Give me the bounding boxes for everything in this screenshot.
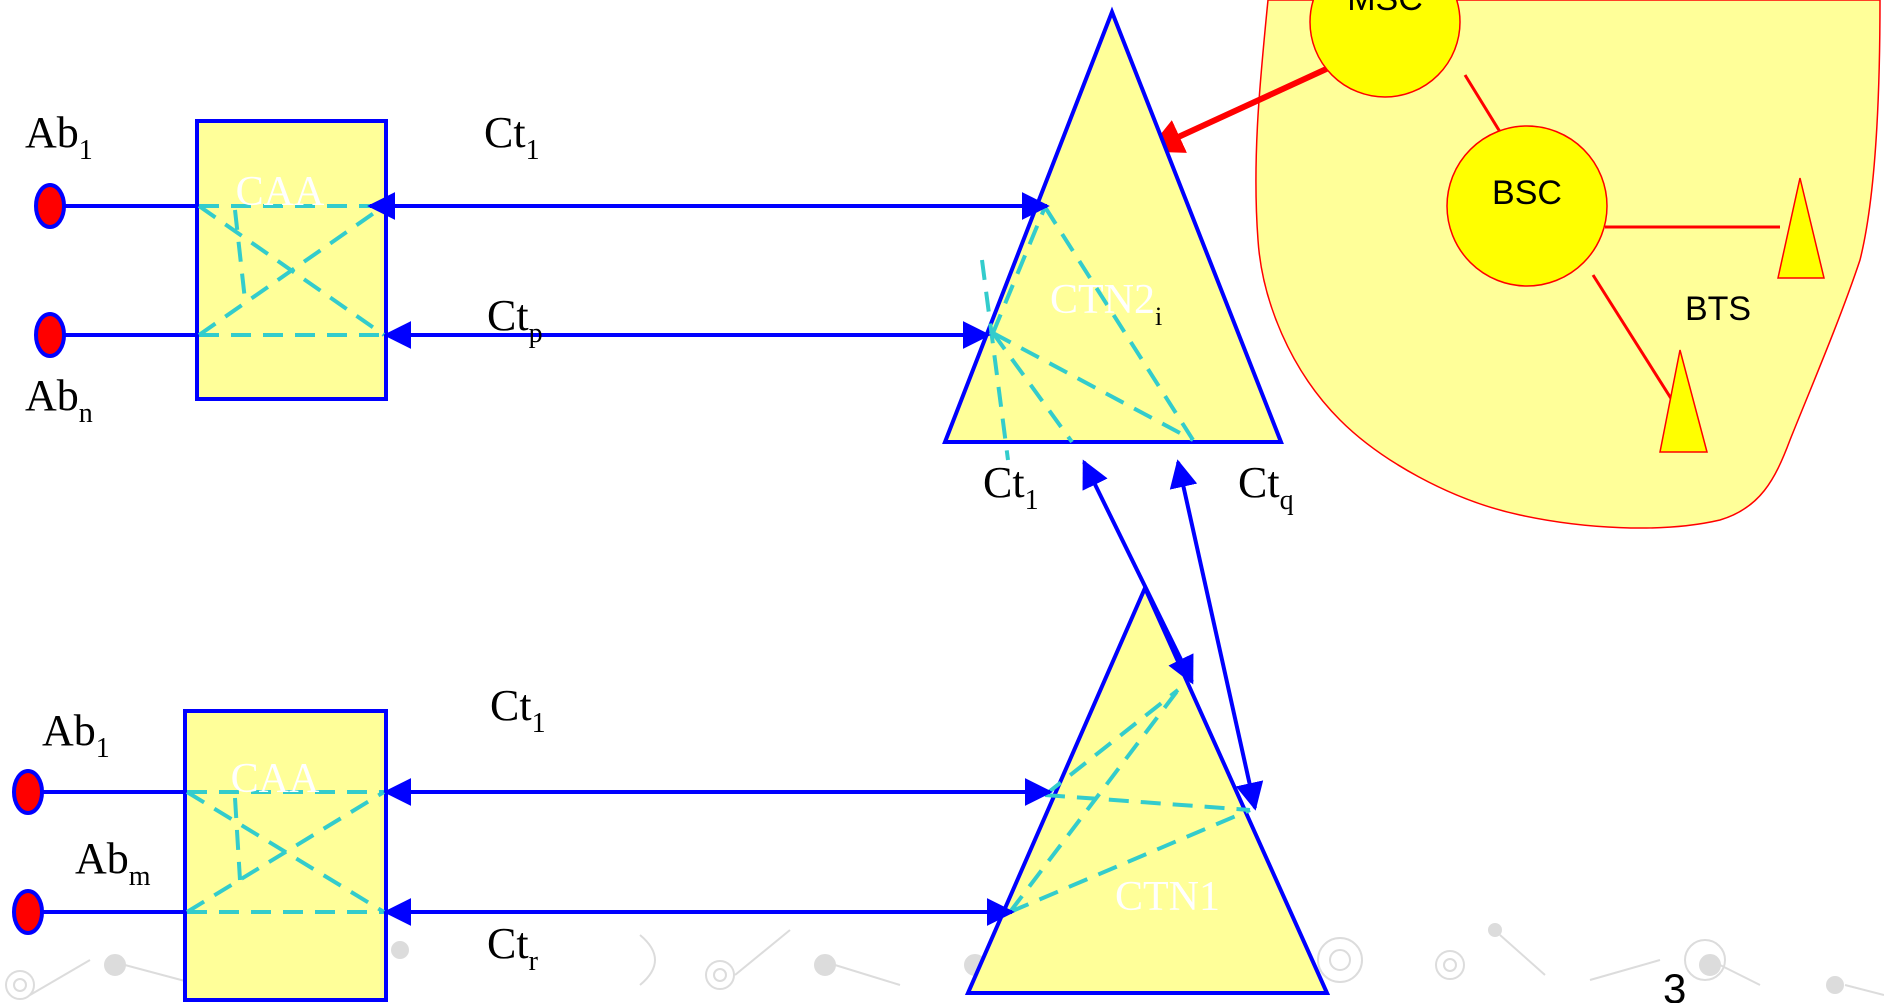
caa-top-internal-connections [197, 204, 386, 337]
subscriber-terminal-top-n [34, 312, 66, 358]
ct-label-bottom-r: Ctr [487, 919, 539, 977]
bsc-node [1446, 125, 1608, 287]
ab-label-top-1: Ab1 [25, 108, 93, 166]
caa-box-bottom [183, 709, 388, 1002]
subscriber-terminal-bottom-m [12, 889, 44, 935]
msc-to-ctn2-link [1146, 62, 1337, 153]
bts-antenna-2 [1659, 349, 1708, 453]
inter-exchange-links [1082, 459, 1264, 811]
ctn2-internal-connections [980, 205, 1195, 461]
ab-label-bottom-1: Ab1 [42, 706, 110, 764]
msc-label: MSC [1347, 0, 1423, 18]
mobile-network-cloud: MSC BSC BTS [1146, 0, 1881, 529]
msc-bsc-link [1463, 74, 1507, 141]
page-number: 3 [1663, 965, 1686, 1003]
caa-label-bottom: CAA [231, 756, 320, 802]
ctn2-ct-label-1: Ct1 [983, 458, 1039, 516]
bsc-label: BSC [1492, 174, 1562, 212]
ct-label-top-1: Ct1 [484, 108, 540, 166]
subscriber-terminal-top-1 [34, 183, 66, 229]
ctn1-label: CTN1 [1115, 874, 1220, 920]
msc-node [1309, 0, 1461, 98]
caa-box-top [195, 119, 388, 401]
ctn2-label: CTN2i [1050, 277, 1162, 331]
ctn2-ctn1-link-2 [1169, 459, 1264, 811]
ctn2-triangle [942, 6, 1284, 444]
bottom-section: CTN1 CAA Ab1 Abm Ct1 Ctr [12, 583, 1331, 1002]
caa-bottom-internal-connections [185, 790, 386, 914]
bsc-bts-link-2 [1591, 274, 1674, 401]
ct-label-bottom-1: Ct1 [490, 681, 546, 739]
caa-label-top: CAA [236, 169, 325, 215]
ct-label-top-p: Ctp [487, 291, 543, 349]
ctn2-ct-label-q: Ctq [1238, 458, 1294, 516]
top-section: CAA Ab1 Abn Ct1 Ctp CTN2i Ct1 Ctq [25, 6, 1294, 516]
ab-label-bottom-m: Abm [75, 834, 151, 892]
subscriber-terminal-bottom-1 [12, 769, 44, 815]
bts-antenna-1 [1777, 177, 1825, 279]
bts-label: BTS [1685, 290, 1751, 328]
ab-label-top-n: Abn [25, 371, 93, 429]
